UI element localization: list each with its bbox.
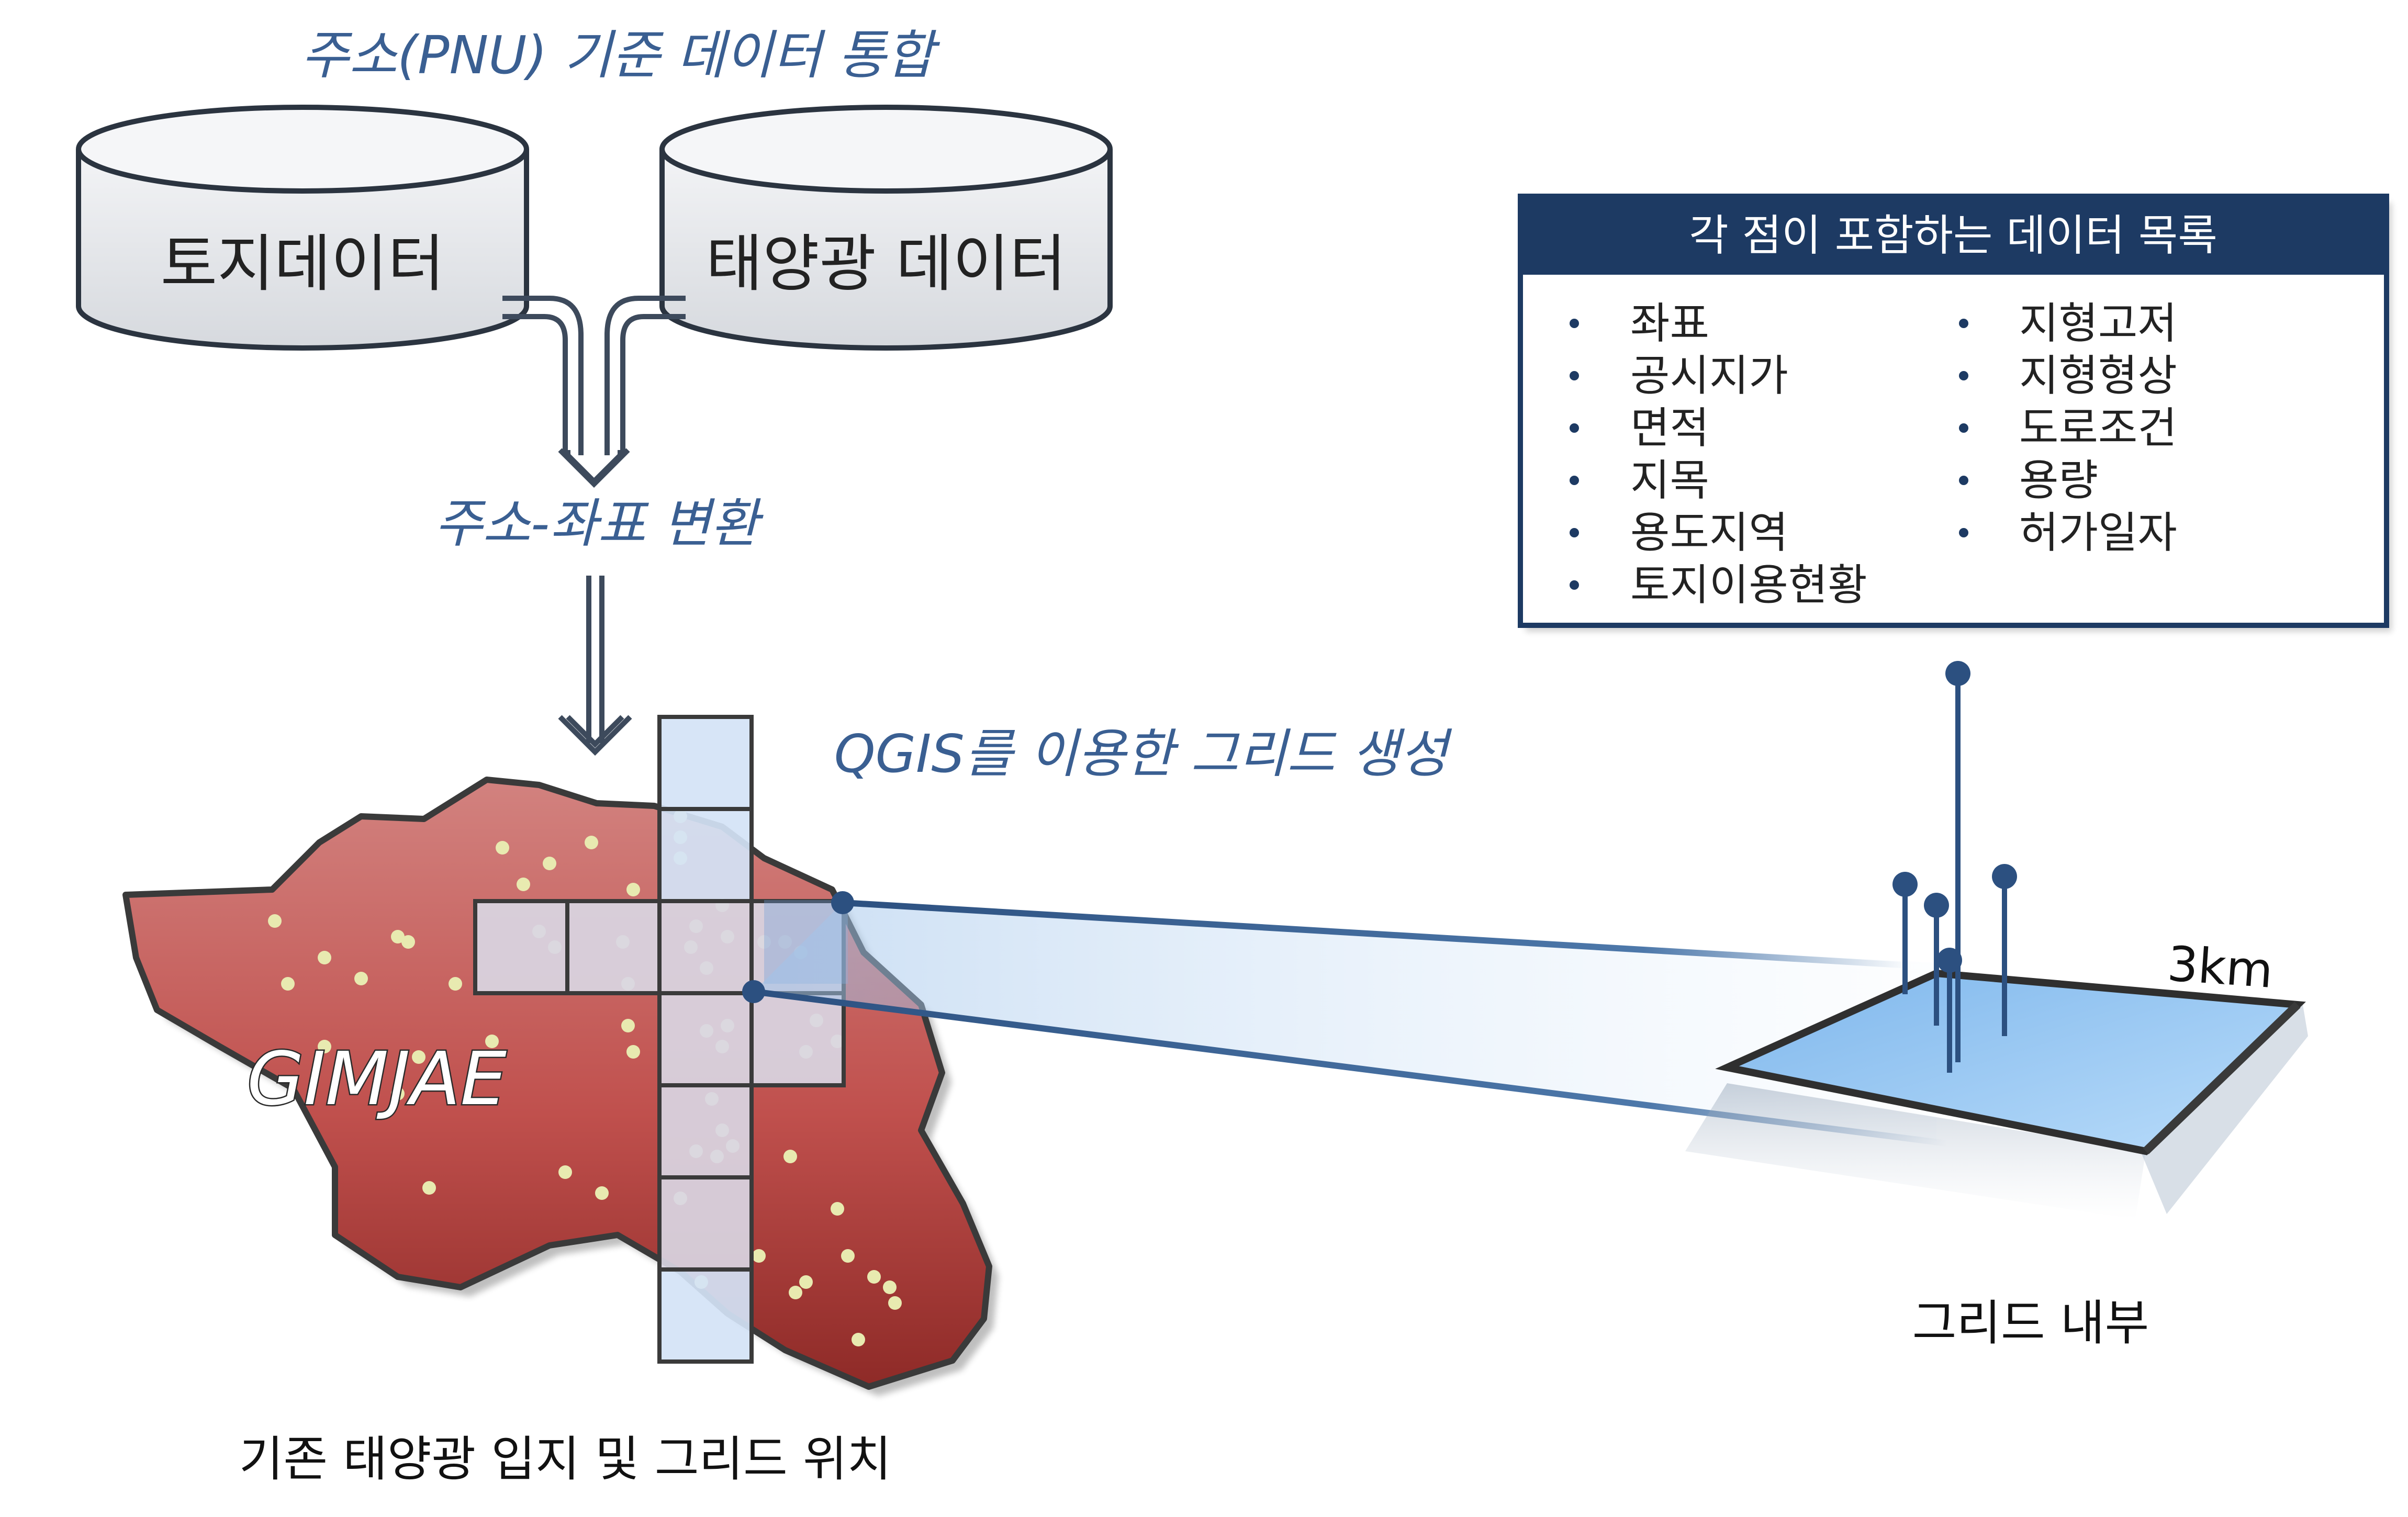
site-dot — [799, 1275, 813, 1289]
site-dot — [449, 977, 462, 991]
pin-head — [1992, 864, 2017, 889]
site-dot — [595, 1186, 609, 1200]
data-pins — [1902, 673, 2007, 1073]
site-dot — [789, 1286, 802, 1299]
grid-cell — [749, 991, 846, 1087]
beam-anchor-point — [742, 980, 765, 1003]
list-item: 지형고저 — [2019, 299, 2177, 349]
grid-cell — [657, 1267, 754, 1364]
pin-head — [1924, 893, 1949, 918]
site-dot — [318, 951, 331, 964]
list-item: 지목 — [1630, 456, 1709, 505]
site-dot — [783, 1150, 797, 1163]
site-dot — [852, 1333, 865, 1346]
pin-head — [1937, 948, 1962, 973]
site-dot — [626, 883, 640, 896]
down-arrow-icon — [558, 448, 630, 488]
site-dot — [831, 1202, 844, 1216]
grid-shadow-edge — [2141, 1005, 2308, 1214]
list-item: 지형형상 — [2019, 351, 2177, 401]
site-dot — [558, 1165, 572, 1179]
site-dot — [888, 1296, 902, 1310]
pin-head — [1945, 661, 1970, 686]
site-dot — [752, 1249, 766, 1263]
site-dot — [391, 930, 405, 943]
grid-cell — [657, 1175, 754, 1272]
grid-cell — [657, 807, 754, 903]
right-item-list: 지형고저 지형형상 도로조건 용량 허가일자 — [1959, 299, 2177, 558]
site-dot — [422, 1181, 436, 1195]
site-dot — [485, 1035, 499, 1048]
grid-cell — [565, 899, 662, 995]
site-dot — [517, 878, 530, 891]
grid-cell — [473, 899, 569, 995]
merge-connector — [502, 296, 686, 455]
list-item: 허가일자 — [2019, 508, 2177, 558]
list-item: 좌표 — [1630, 299, 1709, 349]
site-dot — [401, 935, 415, 949]
solar-data-database: 태양광 데이터 — [659, 105, 1113, 351]
site-dot — [867, 1270, 881, 1284]
left-item-list: 좌표 공시지가 면적 지목 용도지역 토지이용현황 — [1570, 299, 1867, 610]
grid-interior: 3km — [1685, 661, 2308, 1219]
map-caption: 기존 태양광 입지 및 그리드 위치 — [239, 1431, 892, 1487]
pin-head — [1892, 872, 1918, 897]
grid-cell — [657, 991, 754, 1087]
gimjae-label: GIMJAE — [247, 1037, 507, 1122]
land-data-label: 토지데이터 — [161, 228, 445, 300]
list-item: 용량 — [2019, 456, 2098, 505]
integration-title: 주소(PNU) 기준 데이터 통합 — [301, 25, 940, 86]
site-dot — [841, 1249, 855, 1263]
site-dot — [318, 1040, 331, 1053]
site-dot — [496, 841, 509, 855]
qgis-grid-step: QGIS를 이용한 그리드 생성 — [834, 723, 1453, 784]
grid-cell — [657, 899, 754, 995]
site-dot — [543, 857, 556, 870]
list-item: 도로조건 — [2019, 403, 2177, 453]
site-dot — [412, 1050, 425, 1064]
panel-header — [1520, 196, 2387, 275]
list-item: 공시지가 — [1630, 351, 1788, 401]
solar-data-label: 태양광 데이터 — [706, 228, 1067, 300]
land-data-database: 토지데이터 — [76, 105, 529, 351]
site-dot — [281, 977, 295, 991]
site-dot — [883, 1280, 897, 1294]
grid-caption: 그리드 내부 — [1912, 1295, 2149, 1351]
site-dot — [621, 1019, 635, 1032]
list-item: 토지이용현황 — [1630, 560, 1867, 610]
site-dot — [626, 1045, 640, 1059]
down-arrow-icon — [558, 576, 632, 756]
data-list-panel: 각 점이 포함하는 데이터 목록 좌표 공시지가 면적 지목 용도지역 토지이용… — [1518, 194, 2392, 632]
gimjae-map: GIMJAE — [122, 715, 999, 1396]
data-pin-heads — [1892, 661, 2017, 973]
site-dot — [585, 836, 598, 849]
grid-edge — [2143, 1002, 2301, 1154]
grid-shadow — [1685, 1083, 2146, 1219]
site-dot — [354, 972, 368, 985]
list-item: 용도지역 — [1630, 508, 1788, 558]
site-dot — [268, 914, 282, 928]
panel-title: 각 점이 포함하는 데이터 목록 — [1689, 211, 2217, 261]
beam-anchor-point — [831, 891, 854, 914]
grid-cell — [657, 1083, 754, 1179]
address-coordinate-step: 주소-좌표 변환 — [434, 493, 764, 554]
site-dot — [391, 1087, 405, 1100]
grid-size-label: 3km — [2166, 936, 2275, 999]
list-item: 면적 — [1630, 403, 1709, 453]
grid-cell — [657, 715, 754, 811]
